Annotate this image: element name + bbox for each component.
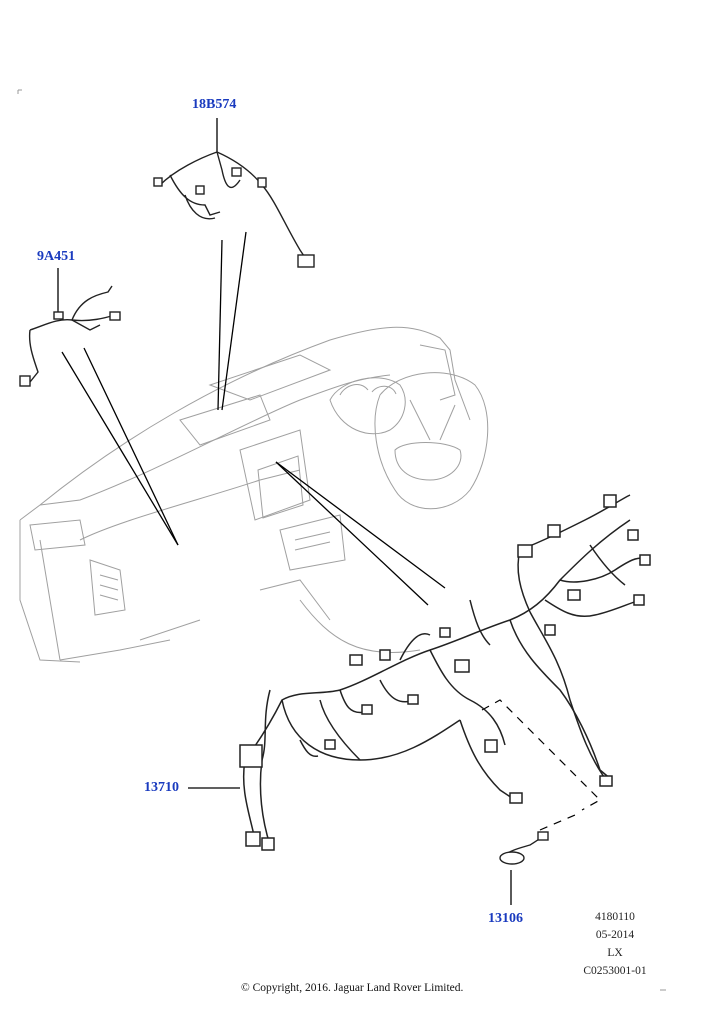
meta-line-3: LX — [607, 947, 623, 959]
callout-13106[interactable]: 13106 — [488, 911, 523, 926]
part-13106 — [499, 831, 549, 865]
copyright-notice: © Copyright, 2016. Jaguar Land Rover Lim… — [241, 982, 464, 994]
callout-18b574[interactable]: 18B574 — [192, 97, 237, 112]
diagram-meta: 4180110 05-2014 LX C0253001-01 — [570, 908, 660, 980]
meta-line-4: C0253001-01 — [583, 965, 647, 977]
dashed-indicator — [481, 699, 601, 831]
meta-line-1: 4180110 — [595, 911, 635, 923]
harness-18b574 — [153, 151, 315, 268]
harness-9a451 — [19, 285, 121, 387]
callout-9a451[interactable]: 9A451 — [37, 249, 76, 264]
meta-line-2: 05-2014 — [595, 929, 635, 941]
harness-13710 — [239, 494, 651, 851]
dashboard-outline — [19, 326, 489, 663]
callout-13710[interactable]: 13710 — [144, 780, 179, 795]
leader-lines — [57, 118, 512, 905]
corner-mark — [17, 89, 22, 94]
